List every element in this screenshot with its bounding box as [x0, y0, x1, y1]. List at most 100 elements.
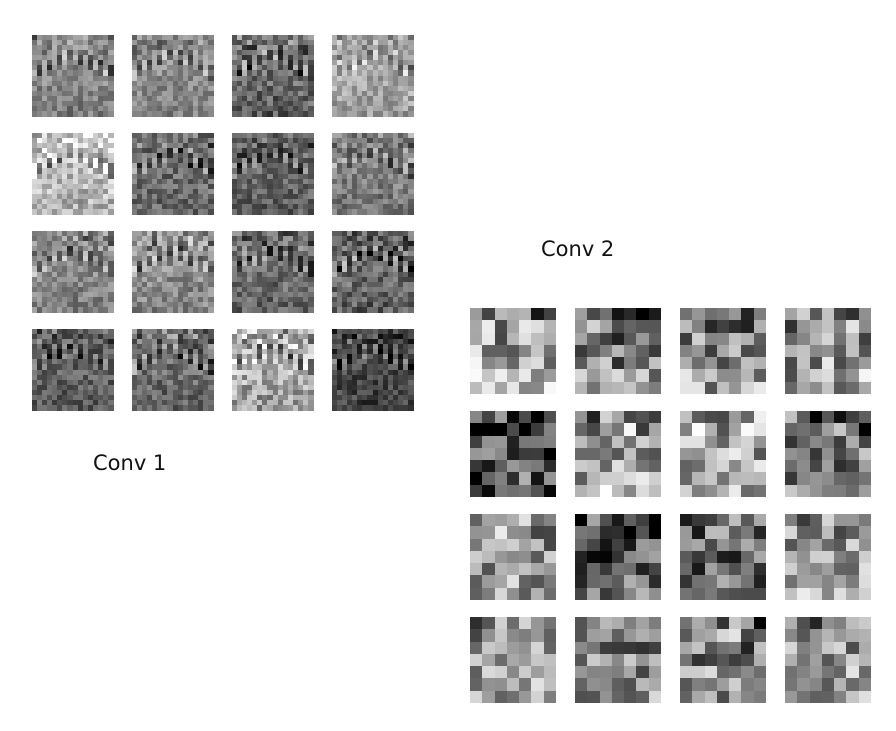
- feature-map-pixel: [262, 354, 268, 360]
- feature-map-pixel: [494, 678, 508, 692]
- feature-map-pixel: [247, 80, 253, 87]
- feature-map-pixel: [197, 306, 204, 313]
- feature-map-pixel: [177, 286, 184, 293]
- feature-map-pixel: [167, 399, 173, 406]
- feature-map-pixel: [797, 526, 811, 540]
- feature-map-pixel: [137, 183, 143, 190]
- feature-map-pixel: [77, 198, 84, 205]
- feature-map-pixel: [352, 306, 358, 313]
- feature-map-pixel: [858, 587, 872, 601]
- feature-map-pixel: [47, 193, 53, 200]
- feature-map-pixel: [252, 183, 258, 190]
- feature-map-pixel: [92, 359, 99, 365]
- feature-map-pixel: [397, 178, 404, 185]
- feature-map-pixel: [152, 85, 158, 92]
- feature-map-pixel: [32, 40, 38, 46]
- feature-map-pixel: [297, 188, 304, 195]
- feature-map-pixel: [142, 354, 148, 360]
- feature-map-pixel: [307, 286, 314, 293]
- feature-map-pixel: [648, 563, 662, 576]
- feature-map-pixel: [192, 251, 199, 257]
- feature-map-pixel: [57, 95, 63, 102]
- feature-map-pixel: [531, 538, 545, 552]
- feature-map-pixel: [197, 40, 204, 46]
- feature-map-pixel: [267, 404, 273, 411]
- feature-map-pixel: [282, 100, 289, 107]
- feature-map-pixel: [347, 291, 353, 298]
- feature-map-pixel: [332, 369, 338, 376]
- feature-map-pixel: [267, 110, 273, 117]
- feature-map-pixel: [575, 563, 588, 576]
- feature-map-pixel: [272, 394, 279, 401]
- feature-map-pixel: [307, 198, 314, 205]
- feature-map-pixel: [362, 153, 368, 159]
- feature-map-pixel: [207, 389, 214, 396]
- feature-map-pixel: [272, 188, 279, 195]
- feature-map-pixel: [531, 423, 545, 437]
- feature-map-pixel: [307, 203, 314, 210]
- feature-map-pixel: [337, 389, 343, 396]
- feature-map-pixel: [282, 168, 289, 174]
- feature-map-pixel: [132, 236, 138, 242]
- feature-map-pixel: [347, 364, 353, 370]
- feature-map-pixel: [277, 153, 284, 159]
- feature-map-pixel: [72, 306, 79, 313]
- feature-map-pixel: [292, 85, 299, 92]
- feature-map-pixel: [77, 389, 84, 396]
- feature-map-pixel: [67, 188, 73, 195]
- feature-map-pixel: [716, 460, 730, 473]
- feature-map-pixel: [494, 514, 508, 527]
- feature-map-pixel: [367, 178, 373, 185]
- feature-map-pixel: [47, 296, 53, 303]
- feature-map-pixel: [32, 143, 38, 149]
- feature-map-pixel: [152, 359, 158, 365]
- feature-map-pixel: [482, 369, 496, 383]
- feature-map-pixel: [182, 178, 189, 185]
- feature-map-pixel: [97, 40, 104, 46]
- feature-map-pixel: [785, 344, 798, 358]
- feature-map-pixel: [197, 374, 204, 381]
- feature-map-pixel: [362, 291, 368, 298]
- feature-map-pixel: [377, 369, 384, 376]
- feature-map-pixel: [352, 394, 358, 401]
- feature-map-pixel: [257, 60, 263, 66]
- feature-map-pixel: [137, 364, 143, 370]
- feature-map-pixel: [519, 678, 532, 692]
- feature-map-pixel: [172, 246, 179, 252]
- feature-map-pixel: [834, 538, 847, 552]
- feature-map-pixel: [97, 100, 104, 107]
- feature-map-pixel: [482, 308, 496, 321]
- feature-map-pixel: [32, 193, 38, 200]
- feature-map-pixel: [624, 308, 637, 321]
- feature-map-pixel: [277, 374, 284, 381]
- feature-map-pixel: [362, 203, 368, 210]
- feature-map-pixel: [102, 35, 109, 41]
- feature-map-pixel: [367, 90, 373, 97]
- feature-map-pixel: [519, 381, 532, 395]
- feature-map-pixel: [821, 617, 835, 630]
- feature-map-pixel: [797, 411, 811, 424]
- feature-map-pixel: [337, 138, 343, 144]
- feature-map-pixel: [182, 374, 189, 381]
- feature-map-pixel: [67, 110, 73, 117]
- feature-map-pixel: [287, 236, 294, 242]
- feature-map-pixel: [157, 281, 163, 288]
- feature-map-pixel: [62, 60, 68, 66]
- feature-map-pixel: [132, 281, 138, 288]
- feature-map-pixel: [97, 394, 104, 401]
- feature-map-pixel: [753, 472, 767, 486]
- feature-map-pixel: [337, 261, 343, 267]
- feature-map-pixel: [67, 148, 73, 154]
- feature-map-pixel: [846, 308, 860, 321]
- feature-map-pixel: [72, 369, 79, 376]
- feature-map-pixel: [297, 153, 304, 159]
- feature-map-pixel: [692, 587, 706, 601]
- feature-map-pixel: [42, 231, 48, 237]
- feature-map-pixel: [636, 617, 650, 630]
- feature-map-pixel: [152, 80, 158, 87]
- feature-map-pixel: [352, 266, 358, 272]
- feature-map-pixel: [382, 178, 389, 185]
- feature-map-pixel: [382, 105, 389, 112]
- feature-map-pixel: [332, 231, 338, 237]
- feature-map-pixel: [357, 193, 363, 200]
